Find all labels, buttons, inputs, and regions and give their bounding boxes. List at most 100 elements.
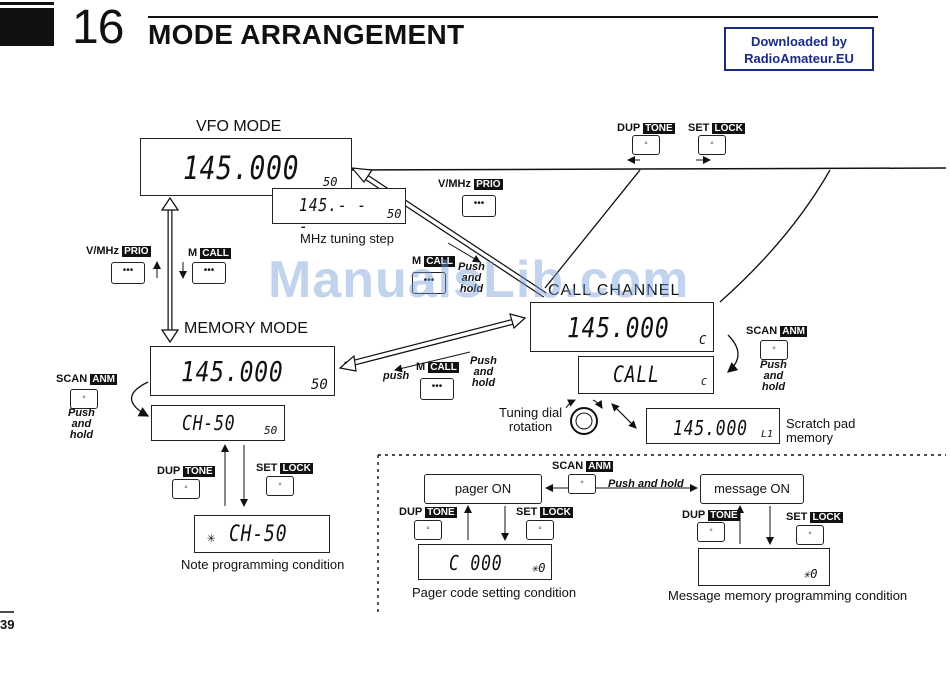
download-badge: Downloaded by RadioAmateur.EU	[724, 27, 874, 71]
vmhz-text-left: V/MHz	[86, 245, 119, 257]
memory-frequency: 145.000	[181, 355, 284, 388]
memory-sub: 50	[311, 377, 328, 393]
set-text-pager: SET	[516, 506, 538, 518]
scan-text-left: SCAN	[56, 373, 88, 385]
vmhz-key-left[interactable]: •••	[111, 262, 145, 284]
dup-tone-label-msg: DUP TONE	[682, 509, 740, 522]
watermark: ManualsLib.com	[268, 251, 690, 309]
pager-on-box: pager ON	[424, 474, 542, 504]
set-text-msg: SET	[786, 511, 808, 523]
mhz-step-display: 145.- - - 50	[272, 188, 406, 237]
set-text-top: SET	[688, 122, 710, 134]
badge-line1: Downloaded by	[750, 34, 848, 49]
hold-word-mid: hold	[471, 377, 496, 389]
blink-icon-note: ✳	[207, 530, 216, 546]
and-word: and	[461, 272, 482, 284]
message-blink-digit: 0	[810, 567, 818, 581]
set-key-top[interactable]: ◦	[698, 135, 726, 155]
vmhz-text: V/MHz	[438, 178, 471, 190]
call-text-left: CALL	[200, 248, 231, 259]
dup-key-mem[interactable]: ◦	[172, 479, 200, 499]
vmhz-key-top[interactable]: •••	[462, 195, 496, 217]
m-call-key-left[interactable]: •••	[192, 262, 226, 284]
mhz-step-frequency: 145.- - -	[299, 195, 367, 237]
memory-channel-text: CH-50	[182, 411, 236, 435]
set-lock-label-pager: SET LOCK	[516, 506, 573, 519]
scratch-sub: L1	[761, 429, 774, 440]
memory-channel-display: CH-50 50	[151, 405, 285, 441]
anm-text-right: ANM	[780, 326, 808, 337]
note-display: ✳ CH-50	[194, 515, 330, 553]
scratch-display: 145.000 L1	[646, 408, 780, 444]
dup-key-pager[interactable]: ◦	[414, 520, 442, 540]
vfo-display: 145.000 50	[140, 138, 352, 196]
prio-text-left: PRIO	[122, 246, 151, 257]
tone-text-msg: TONE	[708, 510, 740, 521]
scan-key-pager[interactable]: ◦	[568, 474, 596, 494]
pager-caption: Pager code setting condition	[412, 585, 577, 600]
anm-text-left: ANM	[90, 374, 118, 385]
m-call-label-mid: M CALL	[416, 361, 459, 374]
m-call-key-top[interactable]: •••	[412, 272, 446, 294]
page-number: 39	[0, 617, 15, 632]
hold-word: hold	[459, 283, 484, 295]
set-text-mem: SET	[256, 462, 278, 474]
scratch-frequency: 145.000	[673, 416, 748, 440]
vfo-memory-arrow	[160, 196, 180, 344]
call-display: 145.000 C	[530, 302, 714, 352]
call-text-mid: CALL	[428, 362, 459, 373]
push-word-right: Push	[760, 359, 787, 371]
scan-anm-label-right: SCAN ANM	[746, 325, 808, 338]
scan-key-right[interactable]: ◦	[760, 340, 788, 360]
push-label-mid: push	[383, 370, 410, 382]
m-text-top: M	[412, 255, 422, 267]
set-key-mem[interactable]: ◦	[266, 476, 294, 496]
hold-word-right: hold	[761, 381, 786, 393]
note-caption: Note programming condition	[181, 557, 345, 572]
dup-key-top[interactable]: ◦	[632, 135, 660, 155]
and-word-left: and	[71, 418, 92, 430]
set-lock-label-top: SET LOCK	[688, 122, 745, 135]
tuning-line1: Tuning dial	[499, 405, 563, 420]
memory-mode-label: MEMORY MODE	[184, 320, 308, 337]
dup-key-msg[interactable]: ◦	[697, 522, 725, 542]
call-channel-label: CALL CHANNEL	[548, 282, 681, 299]
set-key-msg[interactable]: ◦	[796, 525, 824, 545]
page-title: MODE ARRANGEMENT	[148, 19, 465, 50]
and-word-mid: and	[473, 366, 494, 378]
lock-text-pager: LOCK	[540, 507, 573, 518]
scan-anm-label-left: SCAN ANM	[56, 373, 118, 386]
m-text-mid: M	[416, 361, 426, 373]
scan-key-left[interactable]: ◦	[70, 389, 98, 409]
message-on-box: message ON	[700, 474, 804, 504]
dup-text-pager: DUP	[399, 506, 423, 518]
pager-blink-digit: 0	[538, 561, 546, 575]
pager-code: C 000	[449, 551, 503, 575]
lock-text-msg: LOCK	[810, 512, 843, 523]
tone-text-pager: TONE	[425, 507, 457, 518]
m-call-key-mid[interactable]: •••	[420, 378, 454, 400]
scan-text-right: SCAN	[746, 325, 778, 337]
m-call-label-top: M CALL	[412, 255, 455, 268]
dup-text-top: DUP	[617, 122, 641, 134]
mhz-step-caption: MHz tuning step	[300, 231, 394, 246]
chapter-number: 16	[72, 1, 124, 54]
tone-text-top: TONE	[643, 123, 675, 134]
vfo-frequency: 145.000	[183, 149, 300, 187]
call-alt-sub: C	[701, 377, 708, 388]
blink-icon-message: ✳0	[803, 567, 818, 581]
set-lock-label-msg: SET LOCK	[786, 511, 843, 524]
call-text-top: CALL	[424, 256, 455, 267]
scan-text-pager: SCAN	[552, 460, 584, 472]
tuning-dial-icon	[565, 399, 603, 435]
message-display: ✳0	[698, 548, 830, 586]
set-key-pager[interactable]: ◦	[526, 520, 554, 540]
dup-tone-label-mem: DUP TONE	[157, 465, 215, 478]
set-lock-label-mem: SET LOCK	[256, 462, 313, 475]
